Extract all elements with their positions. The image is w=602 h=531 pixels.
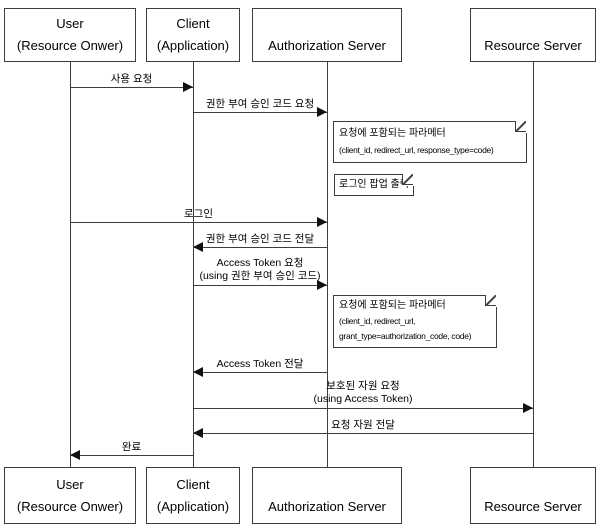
message-label-access-token-delivery: Access Token 전달 [216, 358, 304, 370]
message-label-login: 로그인 [184, 208, 213, 220]
actor-sublabel: (Application) [156, 498, 230, 514]
lifeline-user [70, 62, 71, 467]
arrowhead-left-icon [70, 450, 80, 460]
message-line-complete [70, 455, 193, 456]
actor-label: User [56, 16, 84, 31]
lifeline-authorization-server [327, 62, 328, 467]
message-line-requested-resource-delivery [193, 433, 533, 434]
actor-resource-server-top: Resource Server [470, 8, 596, 62]
message-sublabel-protected-resource-request: (using Access Token) [313, 393, 413, 405]
arrowhead-left-icon [193, 428, 203, 438]
actor-label: Client [176, 16, 210, 31]
note-request-params-2: 요청에 포함되는 파라메터 (client_id, redirect_url, … [333, 295, 497, 348]
note-line: (client_id, redirect_url, response_type=… [339, 145, 494, 155]
actor-client-top: Client (Application) [146, 8, 240, 62]
actor-authorization-server-top: Authorization Server [252, 8, 402, 62]
message-line-access-token-delivery [193, 372, 327, 373]
message-label-requested-resource-delivery: 요청 자원 전달 [331, 419, 395, 431]
message-line-auth-code-delivery [193, 247, 327, 248]
actor-client-bottom: Client (Application) [146, 467, 240, 524]
message-line-use-request [70, 87, 193, 88]
message-label-access-token-request: Access Token 요청 [216, 257, 304, 269]
actor-sublabel: Resource Server [484, 498, 582, 514]
lifeline-client [193, 62, 194, 467]
arrowhead-right-icon [183, 82, 193, 92]
message-label-complete: 완료 [121, 441, 142, 453]
message-label-use-request: 사용 요청 [110, 73, 153, 85]
actor-sublabel: (Resource Onwer) [16, 498, 124, 514]
arrowhead-right-icon [523, 403, 533, 413]
actor-sublabel: Authorization Server [268, 498, 386, 514]
actor-sublabel: (Resource Onwer) [16, 38, 124, 53]
message-line-auth-code-request [193, 112, 327, 113]
message-line-access-token-request [193, 285, 327, 286]
arrowhead-right-icon [317, 107, 327, 117]
actor-authorization-server-bottom: Authorization Server [252, 467, 402, 524]
actor-sublabel: Authorization Server [268, 38, 386, 53]
lifeline-resource-server [533, 62, 534, 467]
actor-resource-server-bottom: Resource Server [470, 467, 596, 524]
note-login-popup: 로그인 팝업 출력 [334, 174, 414, 196]
message-label-protected-resource-request: 보호된 자원 요청 [326, 380, 400, 392]
note-line: 로그인 팝업 출력 [339, 179, 409, 190]
note-line: 요청에 포함되는 파라메터 [339, 300, 446, 311]
message-sublabel-access-token-request: (using 권한 부여 승인 코드) [199, 270, 321, 282]
note-fold-icon [515, 121, 527, 133]
note-line: 요청에 포함되는 파라메터 [339, 128, 446, 139]
note-request-params-1: 요청에 포함되는 파라메터 (client_id, redirect_url, … [333, 121, 527, 163]
arrowhead-right-icon [317, 280, 327, 290]
arrowhead-left-icon [193, 367, 203, 377]
actor-user-bottom: User (Resource Onwer) [4, 467, 136, 524]
actor-sublabel: Resource Server [484, 38, 582, 53]
actor-user-top: User (Resource Onwer) [4, 8, 136, 62]
arrowhead-right-icon [317, 217, 327, 227]
actor-sublabel: (Application) [156, 38, 230, 53]
note-line: (client_id, redirect_url, [339, 316, 416, 326]
message-label-auth-code-request: 권한 부여 승인 코드 요청 [205, 98, 315, 110]
actor-label: User [56, 476, 84, 492]
message-line-login [70, 222, 327, 223]
message-label-auth-code-delivery: 권한 부여 승인 코드 전달 [205, 233, 315, 245]
message-line-protected-resource-request [193, 408, 533, 409]
note-fold-icon [402, 174, 414, 186]
note-fold-icon [485, 295, 497, 307]
actor-label: Client [176, 476, 210, 492]
note-line: grant_type=authorization_code, code) [339, 331, 472, 341]
arrowhead-left-icon [193, 242, 203, 252]
